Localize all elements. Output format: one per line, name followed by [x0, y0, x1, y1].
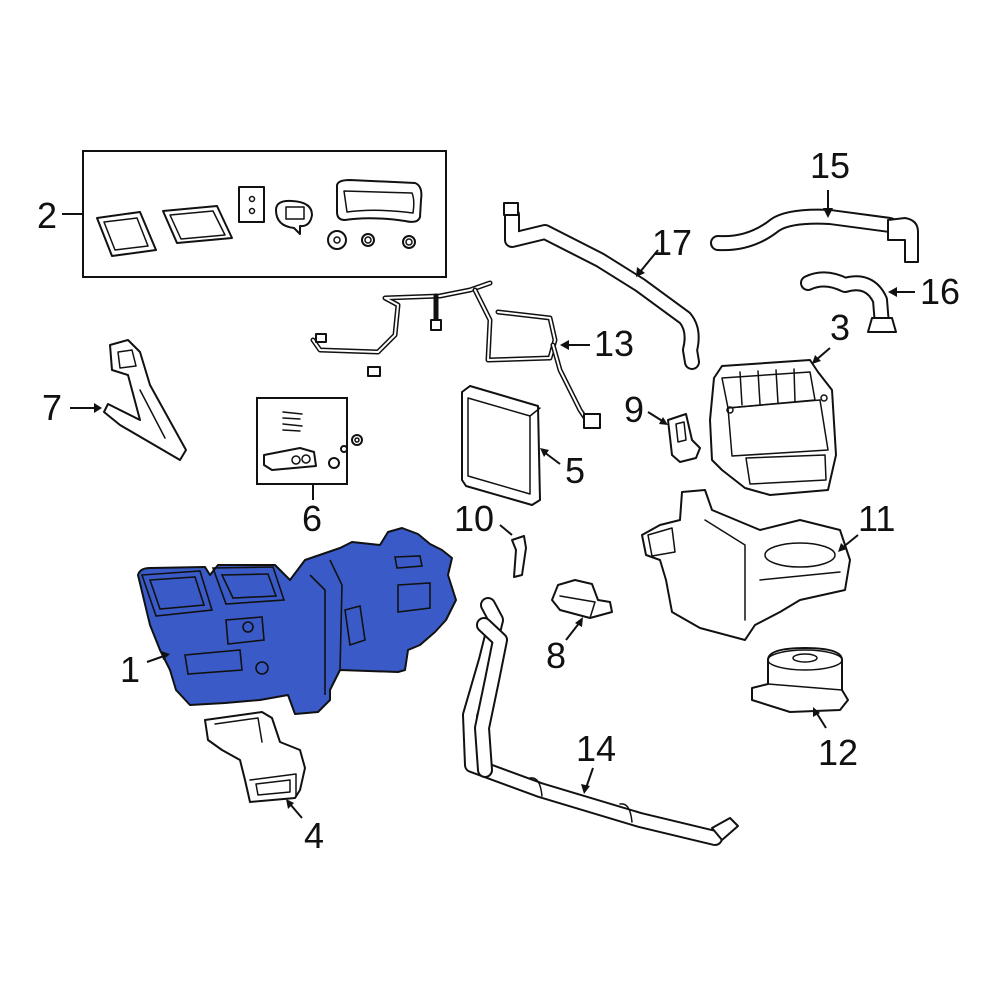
wiring-harness-icon [310, 280, 601, 429]
evaporator-core-icon [461, 385, 541, 506]
heater-tube-assembly-icon [462, 597, 739, 846]
seal-kit-box-icon [96, 179, 423, 257]
callout-14[interactable]: 14 [576, 728, 616, 769]
part-7-duct-bracket[interactable]: 7 [42, 339, 187, 461]
blower-motor-icon [751, 647, 849, 713]
actuator-icon [551, 579, 613, 619]
air-duct-outlet-icon [204, 711, 306, 803]
callout-15[interactable]: 15 [810, 145, 850, 186]
callout-9[interactable]: 9 [624, 389, 644, 430]
callout-11[interactable]: 11 [858, 498, 895, 539]
callout-2[interactable]: 2 [37, 195, 57, 236]
part-2-seal-kit[interactable]: 2 [37, 150, 447, 278]
hardware-kit-box-icon [263, 411, 363, 471]
callout-10[interactable]: 10 [454, 498, 494, 539]
heater-hose-icon [710, 208, 919, 263]
hvac-case-housing-icon [137, 527, 457, 715]
part-1-hvac-case[interactable]: 1 [120, 527, 457, 715]
callout-17[interactable]: 17 [652, 222, 692, 263]
part-14-heater-tubes[interactable]: 14 [462, 597, 739, 846]
callout-1[interactable]: 1 [120, 649, 140, 690]
part-4-air-duct[interactable]: 4 [204, 711, 324, 856]
callout-16[interactable]: 16 [920, 271, 960, 312]
clip-bracket-icon [667, 413, 701, 463]
part-15-heater-hose[interactable]: 15 [710, 145, 919, 263]
hardware-kit-box [256, 397, 348, 485]
part-17-hose[interactable]: 17 [503, 202, 700, 370]
duct-bracket-icon [103, 339, 187, 461]
part-13-wiring-harness[interactable]: 13 [310, 280, 634, 429]
callout-3[interactable]: 3 [830, 307, 850, 348]
sensor-icon [511, 535, 527, 578]
callout-6[interactable]: 6 [302, 498, 322, 539]
hose-tube-icon [503, 202, 700, 370]
blower-housing-upper-icon [709, 359, 837, 496]
part-10-sensor[interactable]: 10 [454, 498, 527, 578]
part-6-hardware-kit[interactable]: 6 [256, 397, 363, 539]
callout-13[interactable]: 13 [594, 323, 634, 364]
part-8-actuator[interactable]: 8 [546, 579, 613, 676]
callout-8[interactable]: 8 [546, 635, 566, 676]
callout-4[interactable]: 4 [304, 815, 324, 856]
part-9-clip[interactable]: 9 [624, 389, 701, 463]
part-3-blower-upper[interactable]: 3 [709, 307, 850, 496]
callout-5[interactable]: 5 [565, 450, 585, 491]
part-16-drain-hose[interactable]: 16 [800, 271, 960, 333]
part-11-blower-lower[interactable]: 11 [641, 489, 895, 641]
callout-12[interactable]: 12 [818, 732, 858, 773]
part-12-blower-motor[interactable]: 12 [751, 647, 858, 773]
drain-hose-icon [800, 271, 897, 333]
callout-7[interactable]: 7 [42, 387, 62, 428]
blower-housing-lower-icon [641, 489, 851, 641]
part-5-evaporator[interactable]: 5 [461, 385, 585, 506]
